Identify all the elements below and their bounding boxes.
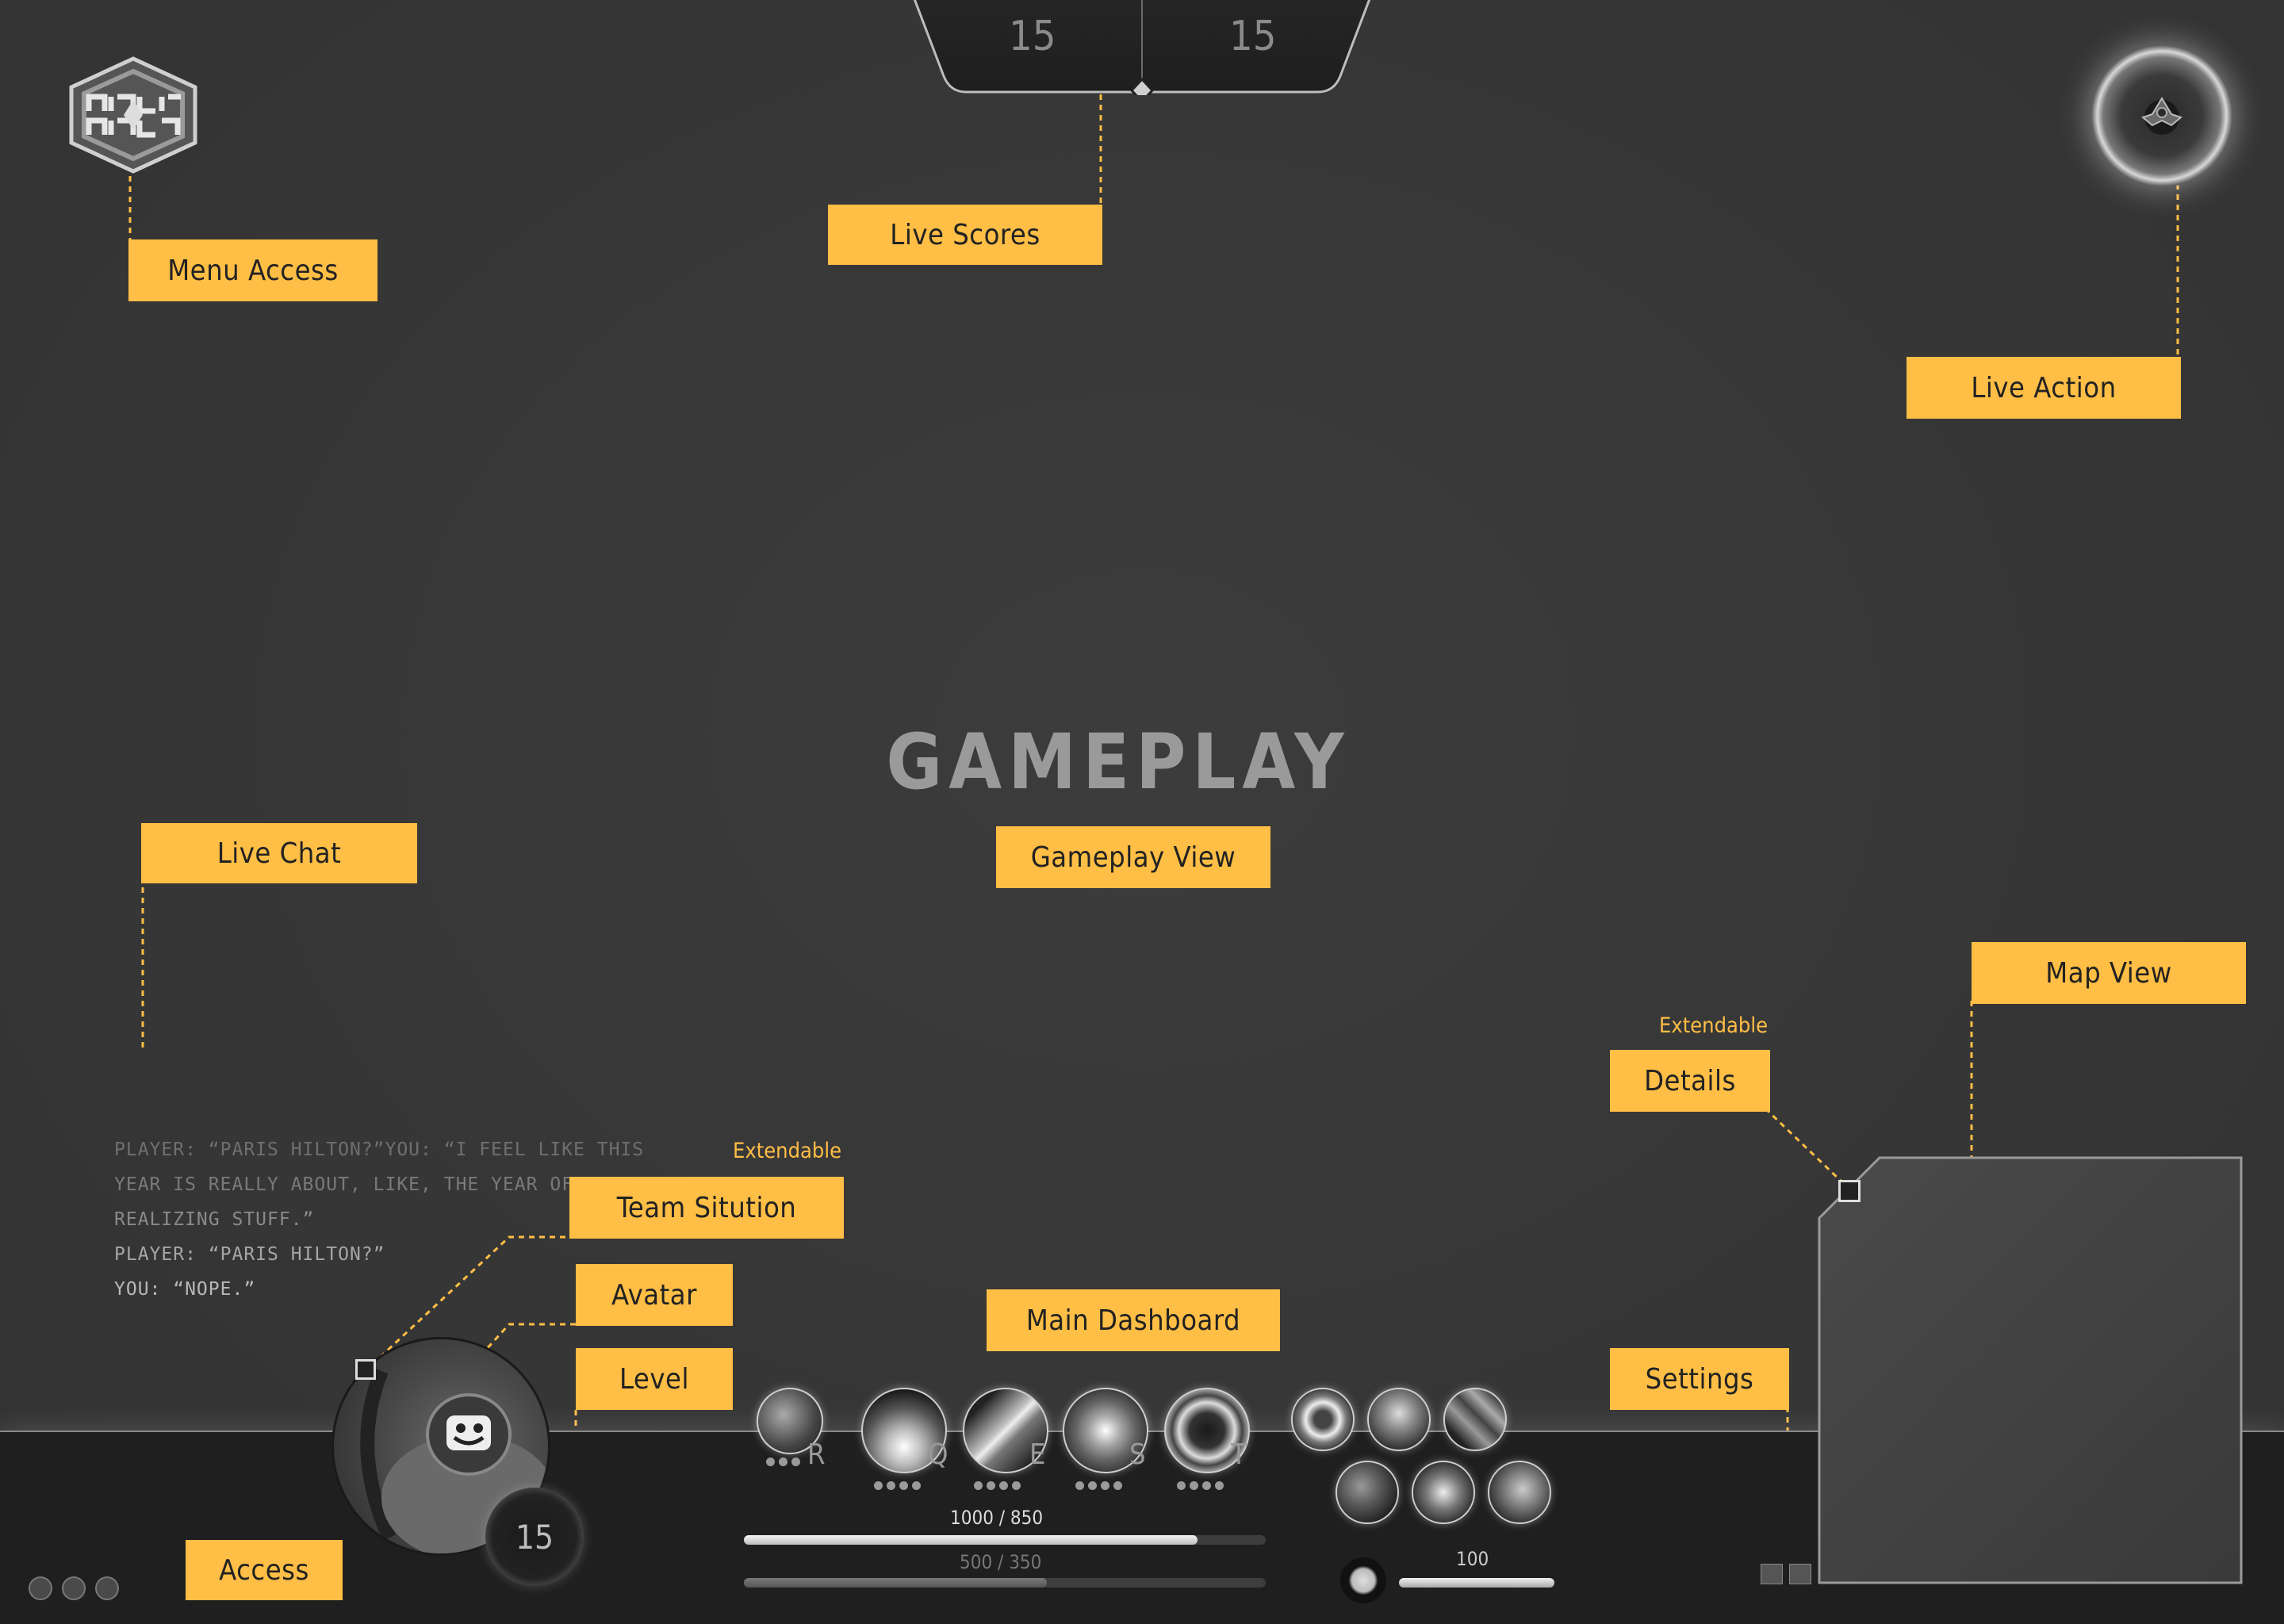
callout-live-action: Live Action (1907, 357, 2181, 419)
score-panel-frame (913, 0, 1371, 104)
game-logo-icon (69, 56, 197, 174)
fist-item-icon[interactable] (1488, 1461, 1551, 1524)
callout-main-dashboard: Main Dashboard (987, 1289, 1280, 1351)
callout-access: Access (186, 1540, 343, 1600)
microphone-icon[interactable] (62, 1576, 86, 1600)
callout-live-scores: Live Scores (828, 205, 1102, 265)
chat-line: PLAYER: “PARIS HILTON?”YOU: “I FEEL LIKE… (114, 1139, 645, 1160)
score-right: 15 (1229, 13, 1277, 60)
slash-skill-icon[interactable] (963, 1388, 1048, 1473)
vortex-skill-icon[interactable] (1164, 1388, 1250, 1473)
callout-details: Details (1610, 1050, 1770, 1112)
mana-label: 500 / 350 (960, 1551, 1042, 1573)
skill-key-e: E (1029, 1438, 1046, 1471)
gear-icon[interactable] (1761, 1564, 1783, 1584)
energy-bar-fill (1399, 1578, 1554, 1588)
ring-item-icon[interactable] (1291, 1388, 1355, 1451)
live-chat-log: PLAYER: “PARIS HILTON?”YOU: “I FEEL LIKE… (114, 1132, 653, 1307)
ship-icon (2140, 97, 2183, 135)
claw-skill-icon[interactable] (757, 1388, 823, 1454)
explosion-skill-icon[interactable] (1063, 1388, 1148, 1473)
callout-level: Level (576, 1348, 733, 1410)
details-extendable-label: Extendable (1659, 1013, 1769, 1038)
skill-t-pips (1177, 1481, 1224, 1490)
energy-label: 100 (1456, 1548, 1489, 1570)
energy-orb-icon (1340, 1557, 1386, 1603)
score-left: 15 (1009, 13, 1056, 60)
chat-line: REALIZING STUFF.” (114, 1209, 315, 1230)
minimap[interactable] (1816, 1156, 2243, 1584)
callout-settings: Settings (1610, 1348, 1789, 1410)
skill-key-s: S (1129, 1438, 1146, 1471)
menu-logo-button[interactable] (62, 56, 205, 174)
sound-icon[interactable] (29, 1576, 52, 1600)
skill-q-pips (874, 1481, 921, 1490)
team-extendable-label: Extendable (733, 1139, 842, 1163)
tornado-item-icon[interactable] (1336, 1461, 1399, 1524)
feather-item-icon[interactable] (1412, 1461, 1475, 1524)
callout-gameplay-view: Gameplay View (996, 826, 1270, 888)
skill-r-pips (766, 1457, 800, 1466)
skill-key-r: R (807, 1438, 826, 1471)
skill-e-pips (974, 1481, 1021, 1490)
callout-avatar: Avatar (576, 1264, 733, 1326)
chat-line: PLAYER: “PARIS HILTON?” (114, 1244, 385, 1265)
level-badge: 15 (485, 1488, 584, 1586)
callout-team-situation: Team Sitution (569, 1177, 844, 1239)
gameplay-title: GAMEPLAY (886, 718, 1351, 806)
live-scores-panel: 15 15 (912, 0, 1372, 104)
camera-icon[interactable] (95, 1576, 119, 1600)
video-icon[interactable] (1789, 1564, 1811, 1584)
mana-bar-fill (744, 1578, 1047, 1588)
team-expand-button[interactable] (355, 1359, 376, 1380)
rocket-item-icon[interactable] (1367, 1388, 1431, 1451)
skill-key-t: T (1231, 1438, 1247, 1471)
fire-burst-skill-icon[interactable] (861, 1388, 947, 1473)
scratch-item-icon[interactable] (1443, 1388, 1507, 1451)
callout-map-view: Map View (1972, 942, 2246, 1004)
callout-menu-access: Menu Access (128, 239, 377, 301)
chat-line: YEAR IS REALLY ABOUT, LIKE, THE YEAR OF (114, 1174, 574, 1195)
health-label: 1000 / 850 (950, 1507, 1044, 1529)
callout-live-chat: Live Chat (141, 823, 417, 883)
health-bar-fill (744, 1535, 1198, 1545)
details-expand-button[interactable] (1838, 1180, 1861, 1202)
chat-line: YOU: “NOPE.” (114, 1279, 256, 1300)
live-action-button[interactable] (2090, 44, 2233, 187)
skill-key-q: Q (928, 1438, 948, 1471)
skill-s-pips (1075, 1481, 1122, 1490)
